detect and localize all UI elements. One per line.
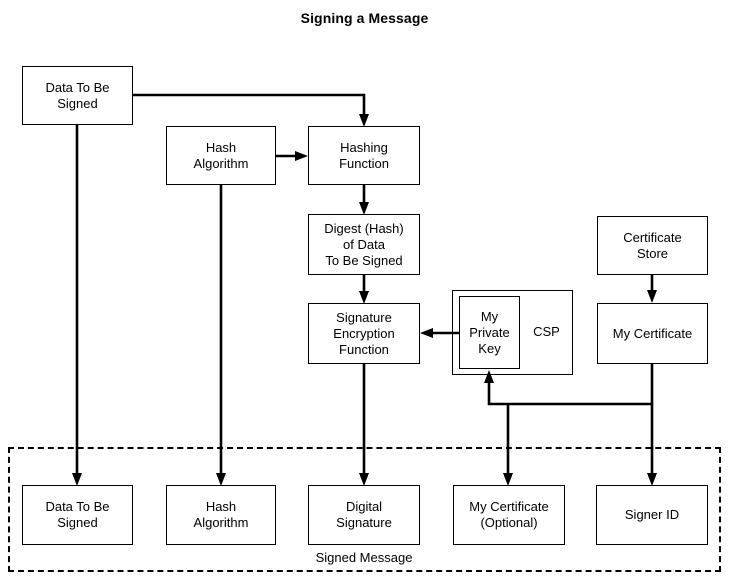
edge-digest-to-sigenc (359, 275, 369, 304)
node-label: Signer ID (624, 507, 680, 522)
node-label: Hashing Function (339, 139, 389, 171)
node-my-certificate-optional[interactable]: My Certificate (Optional) (453, 485, 565, 545)
edge-data-to-hashing (133, 93, 369, 127)
edge-data-to-data-bottom (72, 125, 82, 486)
node-data-to-be-signed-bottom[interactable]: Data To Be Signed (22, 485, 133, 545)
node-label: Certificate Store (623, 229, 682, 261)
node-data-to-be-signed-top[interactable]: Data To Be Signed (22, 66, 133, 125)
node-label: My Private Key (469, 308, 510, 356)
node-label: Digest (Hash) of Data To Be Signed (324, 220, 404, 268)
csp-label: CSP (533, 324, 560, 339)
page-title: Signing a Message (300, 10, 429, 26)
node-hash-algorithm-bottom[interactable]: Hash Algorithm (166, 485, 276, 545)
signed-message-caption: Signed Message (315, 550, 413, 565)
node-my-certificate[interactable]: My Certificate (597, 303, 708, 364)
node-label: Hash Algorithm (193, 499, 249, 530)
node-label: Hash Algorithm (193, 139, 249, 171)
node-label: My Certificate (612, 325, 693, 341)
edge-hashalg-to-hashalg-bottom (216, 185, 226, 486)
node-signer-id[interactable]: Signer ID (596, 485, 708, 545)
node-label: My Certificate (Optional) (469, 499, 549, 530)
node-label: Data To Be Signed (45, 499, 110, 530)
node-label: Data To Be Signed (45, 79, 110, 111)
edge-hashalg-to-hashing (276, 151, 308, 161)
node-certificate-store[interactable]: Certificate Store (597, 216, 708, 275)
signed-message-region (8, 447, 721, 572)
node-hashing-function[interactable]: Hashing Function (308, 126, 420, 185)
node-digital-signature[interactable]: Digital Signature (308, 485, 420, 545)
edge-certstore-to-mycert (647, 275, 657, 303)
node-my-private-key[interactable]: My Private Key (459, 296, 520, 369)
node-signature-encryption-function[interactable]: Signature Encryption Function (308, 303, 420, 364)
node-hash-algorithm-top[interactable]: Hash Algorithm (166, 126, 276, 185)
edge-hashing-to-digest (359, 185, 369, 215)
node-digest[interactable]: Digest (Hash) of Data To Be Signed (308, 214, 420, 275)
node-csp-group[interactable] (452, 290, 573, 375)
node-label: Signature Encryption Function (333, 309, 395, 357)
node-label: Digital Signature (336, 499, 392, 530)
